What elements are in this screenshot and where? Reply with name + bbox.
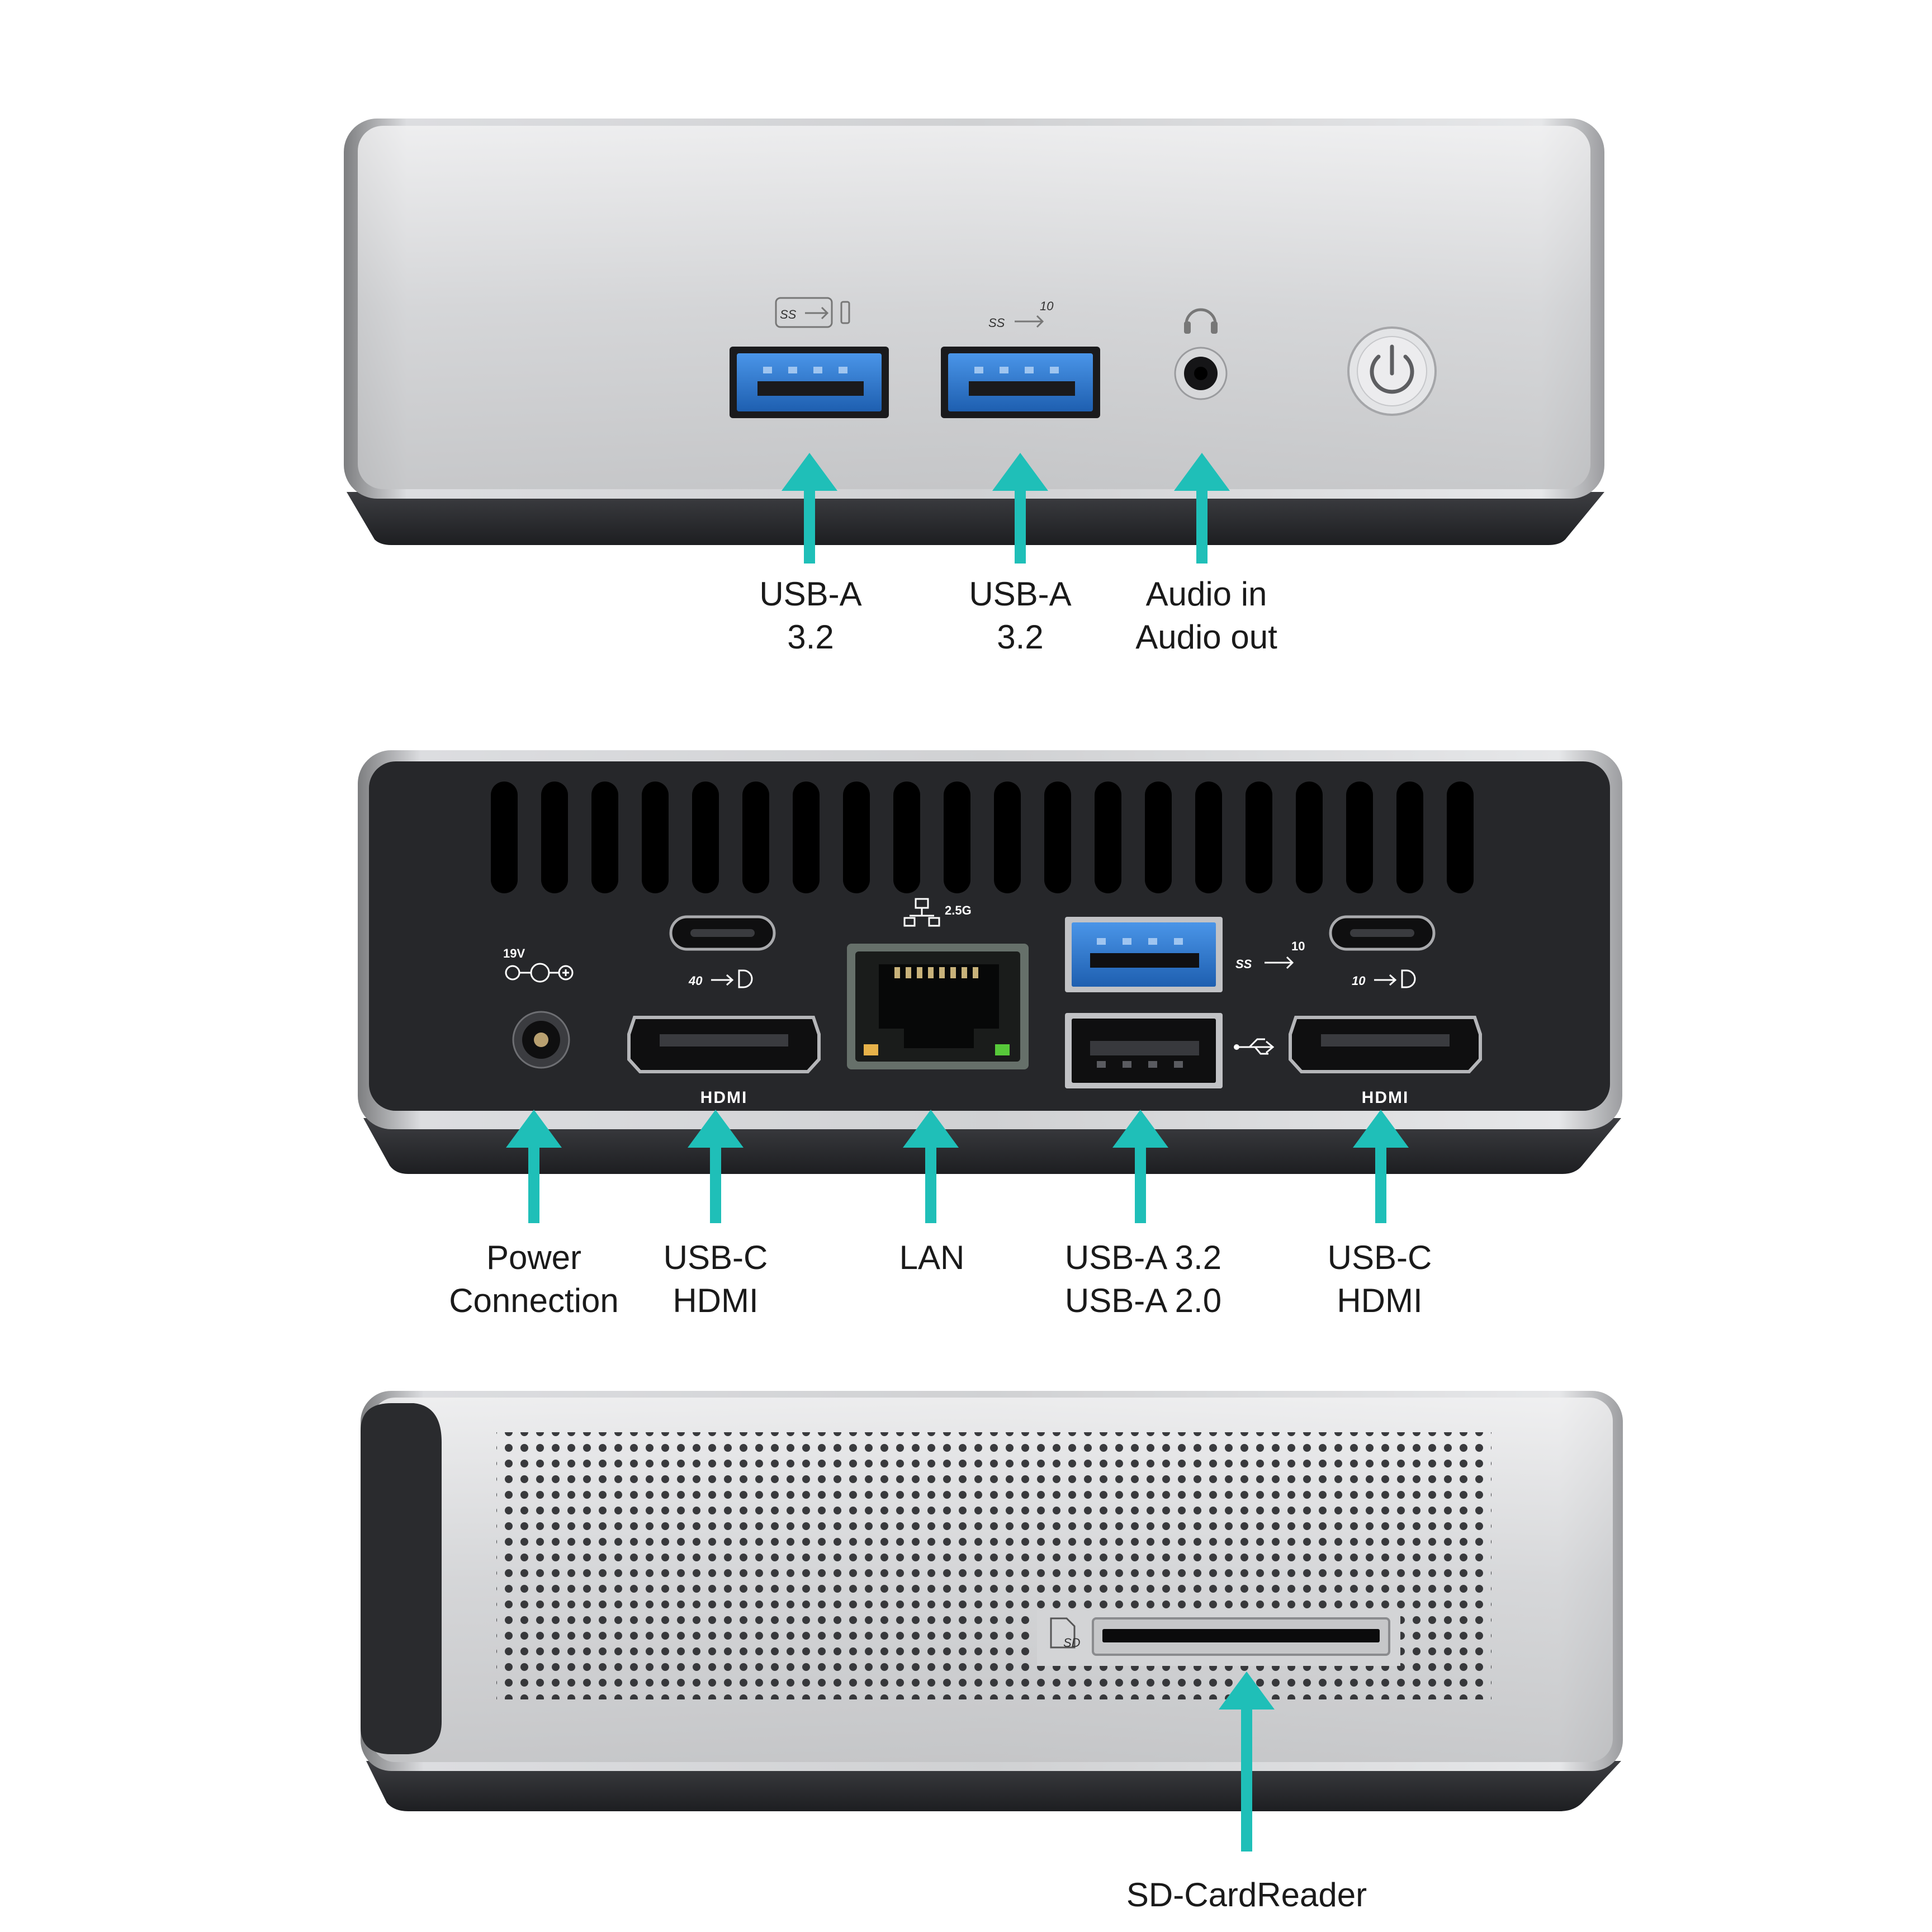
network-icon: 2.5G (903, 898, 972, 927)
power-icon (1370, 344, 1414, 394)
vent-slot (1346, 782, 1373, 893)
label-audio-in: Audio in (1146, 575, 1267, 613)
arrow-up-icon (903, 1110, 959, 1223)
rear-usb-c-port-left (669, 915, 776, 951)
svg-text:SS: SS (1235, 957, 1252, 971)
front-base-shadow (347, 492, 1604, 545)
dc-polarity-icon (505, 963, 574, 983)
dc-power-jack: 19V (503, 946, 574, 1069)
label-front-usb-a-2: USB-A (969, 575, 1071, 613)
usbc-left-speed-label: 40 (688, 974, 703, 988)
svg-text:SS: SS (988, 316, 1005, 330)
label-usb-a-3-2: USB-A 3.2 (1065, 1239, 1221, 1276)
arrow-up-icon (992, 453, 1048, 564)
audio-jack (1174, 347, 1228, 400)
label-usb-c-left: USB-C (664, 1239, 768, 1276)
rear-panel: 19V 40 HDMI (358, 750, 1622, 1319)
vent-slot (692, 782, 719, 893)
usb-10-dp-icon: 10 (1352, 969, 1416, 988)
label-audio-out: Audio out (1135, 618, 1277, 656)
side-bumper (361, 1403, 442, 1754)
rear-hdmi-port-right: HDMI (1289, 1016, 1482, 1107)
label-hdmi-right: HDMI (1337, 1282, 1422, 1319)
label-usb-a-2-0: USB-A 2.0 (1065, 1282, 1221, 1319)
vent-slot (1296, 782, 1323, 893)
svg-text:SS: SS (780, 307, 797, 321)
side-base-shadow (366, 1761, 1621, 1811)
label-sd-cardreader: SD-CardReader (1126, 1876, 1367, 1914)
ss-10-usb-icon: SS (775, 297, 850, 328)
label-hdmi-left: HDMI (673, 1282, 758, 1319)
vent-slot (994, 782, 1021, 893)
arrow-up-icon (688, 1110, 744, 1223)
vent-slot (591, 782, 618, 893)
vent-slot (541, 782, 568, 893)
vent-slot (893, 782, 920, 893)
label-power: Power (486, 1239, 581, 1276)
vent-slot (944, 782, 970, 893)
vent-slot (1145, 782, 1172, 893)
sd-card-icon: SD (1050, 1617, 1081, 1650)
vent-slot (642, 782, 669, 893)
vent-slot (843, 782, 870, 893)
power-button (1347, 326, 1437, 416)
rear-arrows (506, 1110, 1409, 1223)
label-front-usb-a-2-version: 3.2 (997, 618, 1043, 656)
lan-speed-label: 2.5G (945, 903, 972, 917)
vent-slot (491, 782, 518, 893)
hdmi-right-logo: HDMI (1362, 1088, 1409, 1107)
rear-usb-a-3-2-port (1065, 917, 1223, 992)
front-usb-a-port-2 (941, 347, 1100, 418)
label-lan: LAN (899, 1239, 965, 1276)
usb-a-speed-label: 10 (1291, 939, 1305, 953)
rear-vents (491, 782, 1474, 893)
rear-hdmi-port-left: HDMI (627, 1016, 821, 1107)
svg-text:10: 10 (1040, 299, 1054, 313)
front-arrows (782, 453, 1230, 564)
sd-icon-text: SD (1063, 1636, 1081, 1650)
headset-icon (1184, 308, 1218, 334)
vent-slot (1044, 782, 1071, 893)
usbc-right-speed-label: 10 (1352, 974, 1366, 988)
ss-10-usb-icon: SS 10 (1235, 939, 1305, 971)
arrow-up-icon (506, 1110, 562, 1223)
vent-slot (1095, 782, 1121, 893)
arrow-up-icon (1174, 453, 1230, 564)
arrow-up-icon (782, 453, 837, 564)
rear-usb-c-port-right (1329, 915, 1436, 951)
vent-slot (1447, 782, 1474, 893)
label-usb-c-right: USB-C (1328, 1239, 1432, 1276)
label-front-usb-a-1-version: 3.2 (787, 618, 834, 656)
power-voltage-label: 19V (503, 946, 525, 960)
vent-slot (1246, 782, 1272, 893)
vent-slot (1195, 782, 1222, 893)
label-front-usb-a-1: USB-A (759, 575, 861, 613)
front-usb-a-port-1 (730, 347, 889, 418)
arrow-up-icon (1219, 1671, 1275, 1852)
lan-activity-led (864, 1044, 878, 1055)
side-panel: SD SD-CardReader (361, 1391, 1623, 1914)
ss-10-usb-icon: SS 10 (988, 299, 1054, 330)
label-power-connection: Connection (449, 1282, 619, 1319)
vent-slot (1396, 782, 1423, 893)
front-panel: SS SS 10 (344, 119, 1604, 656)
lan-link-led (995, 1044, 1010, 1055)
arrow-up-icon (1112, 1110, 1168, 1223)
hdmi-left-logo: HDMI (700, 1088, 748, 1107)
vent-slot (793, 782, 820, 893)
usb-icon (1234, 1038, 1275, 1055)
arrow-up-icon (1353, 1110, 1409, 1223)
thunderbolt-40-dp-icon: 40 (688, 969, 753, 988)
rear-base-shadow (363, 1118, 1621, 1174)
rear-usb-a-2-0-port (1065, 1013, 1223, 1088)
sd-card-slot (1092, 1617, 1390, 1656)
rear-lan-port (847, 944, 1029, 1069)
vent-slot (742, 782, 769, 893)
